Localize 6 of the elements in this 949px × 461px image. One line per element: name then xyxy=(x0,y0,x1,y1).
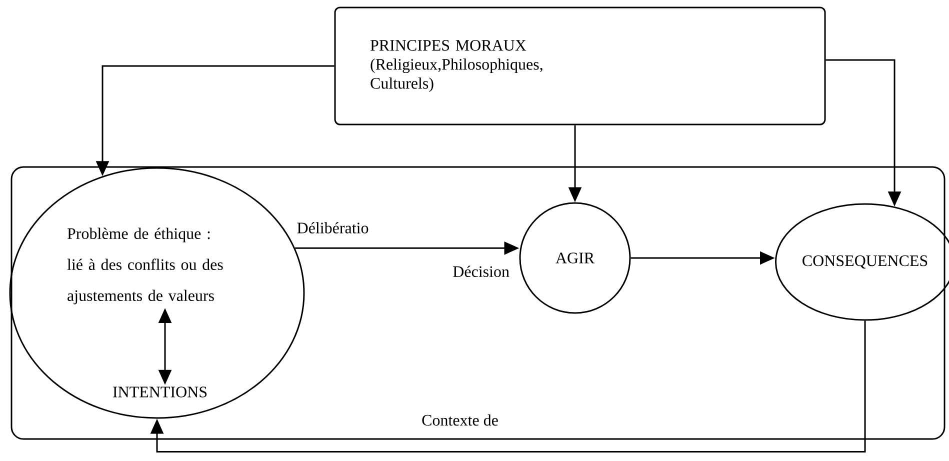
circle-node: AGIR xyxy=(519,202,631,314)
edge-label: Délibératio xyxy=(297,222,368,234)
node-text: Problème de éthique : lié à des conflits ou des ajustements de valeurs xyxy=(67,228,223,304)
principles-box: PRINCIPES MORAUX (Religieux,Philosophiques, Culturels) xyxy=(334,6,826,126)
arrow xyxy=(150,320,866,452)
node-text: INTENTIONS xyxy=(113,386,207,398)
